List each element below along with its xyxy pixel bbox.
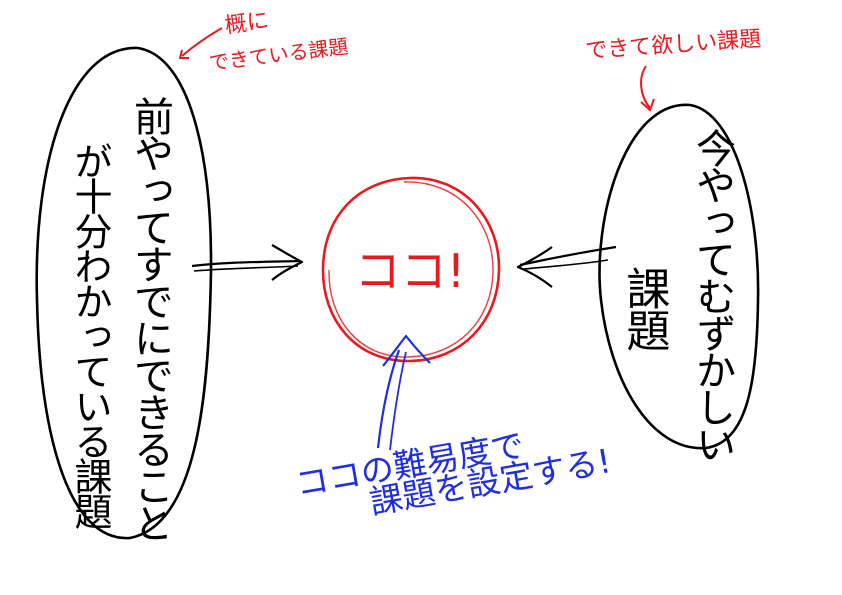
right-arrow <box>516 245 617 288</box>
left-note-pointer <box>181 27 223 57</box>
right-arrow-shaft <box>519 245 617 267</box>
left-note-line-1: 概に <box>223 8 270 39</box>
center-circle-outline <box>321 176 501 363</box>
left-bubble-text-column-2: が十分わかっている課題 <box>68 142 112 530</box>
right-note-pointer-head <box>640 98 655 112</box>
left-arrow <box>191 244 304 281</box>
center-circle-label: ココ! <box>355 244 465 298</box>
right-arrow-shaft-2 <box>523 259 609 270</box>
right-bubble-outline <box>598 103 760 450</box>
bottom-arrow-head <box>382 334 431 367</box>
left-bubble: 前やってすでにできること が十分わかっている課題 <box>35 46 213 540</box>
right-bubble: 今やってむずかしい 課題 <box>598 103 760 461</box>
right-arrow-head <box>516 246 553 288</box>
left-bubble-text-column-1: 前やってすでにできること <box>127 96 173 540</box>
left-arrow-shaft-2 <box>193 265 299 272</box>
bottom-arrow-shaft <box>376 349 401 449</box>
right-bubble-text-column-1: 今やってむずかしい <box>689 128 735 461</box>
bottom-arrow <box>376 334 431 451</box>
left-note: 概に できている課題 <box>178 8 350 75</box>
left-arrow-shaft <box>191 259 301 268</box>
left-bubble-outline <box>35 46 213 540</box>
right-bubble-text-column-2: 課題 <box>619 266 670 351</box>
right-note-pointer <box>640 65 651 109</box>
left-arrow-head <box>271 244 304 281</box>
center-circle: ココ! <box>321 176 501 363</box>
left-note-pointer-head <box>178 49 189 59</box>
right-note: できて欲しい課題 <box>585 27 762 112</box>
left-note-line-2: できている課題 <box>208 34 350 75</box>
bottom-note: ココの難易度で 課題を設定する! <box>293 425 614 522</box>
center-circle-outline-overstroke <box>328 181 494 358</box>
bottom-arrow-shaft-2 <box>389 351 407 451</box>
right-note-text: できて欲しい課題 <box>585 27 762 64</box>
